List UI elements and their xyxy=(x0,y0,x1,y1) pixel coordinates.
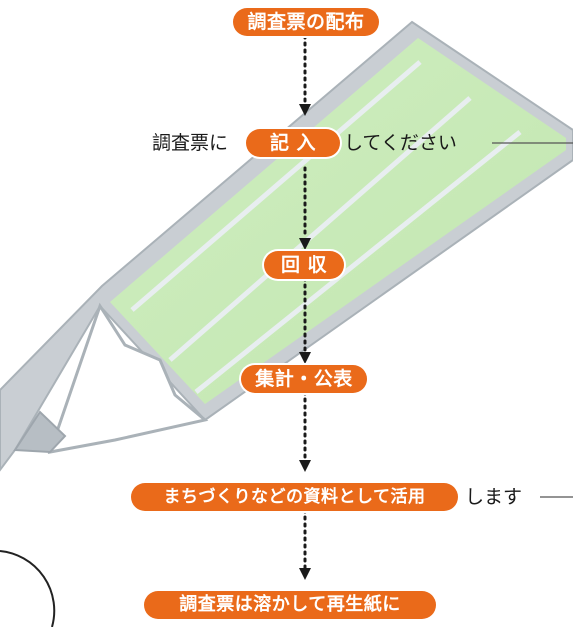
step-tally-publish-badge: 集計・公表 xyxy=(241,365,367,393)
arrowhead-icon xyxy=(299,568,311,580)
step-collect-badge: 回 収 xyxy=(264,251,344,279)
arrowheads xyxy=(299,104,311,580)
arrowhead-icon xyxy=(299,238,311,250)
pencil-groove-line xyxy=(168,96,472,362)
step-fill-suffix: してください xyxy=(344,132,457,154)
pencil-wood-tip xyxy=(47,302,209,454)
pencil-point xyxy=(13,410,67,454)
partial-circle-decoration xyxy=(0,550,56,627)
pencil-groove-line xyxy=(194,130,522,394)
step-distribute-badge: 調査票の配布 xyxy=(233,8,379,36)
arrowhead-icon xyxy=(299,104,311,116)
arrowhead-icon xyxy=(299,352,311,364)
step-recycle-badge: 調査票は溶かして再生紙に xyxy=(144,591,436,619)
step-utilize-suffix: します xyxy=(465,486,523,508)
step-fill-badge: 記 入 xyxy=(246,129,340,157)
step-fill-prefix: 調査票に xyxy=(152,132,229,154)
arrowhead-icon xyxy=(299,460,311,472)
pencil-illustration xyxy=(0,20,573,472)
pencil-groove-line xyxy=(130,60,422,312)
step-utilize-badge: まちづくりなどの資料として活用 xyxy=(131,483,458,511)
